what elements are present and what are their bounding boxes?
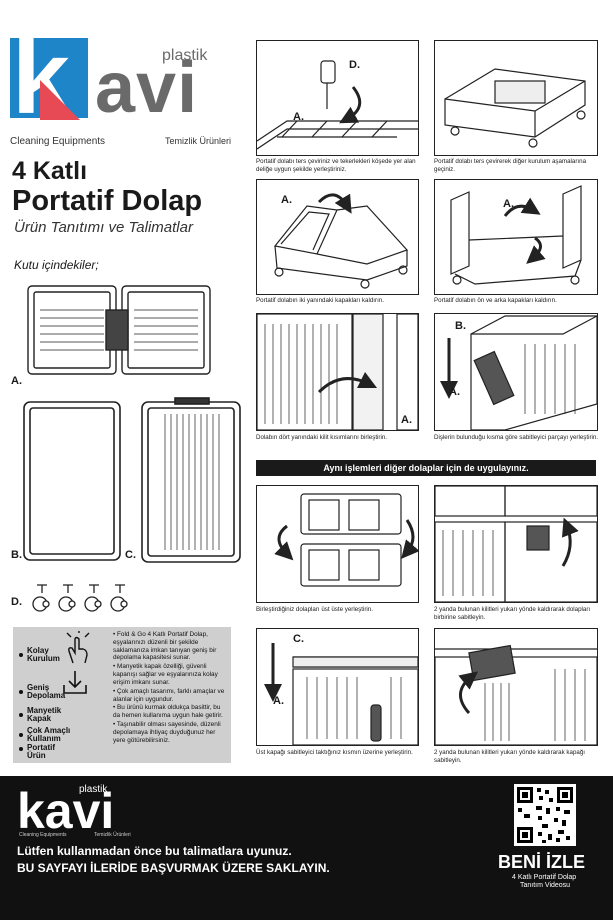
step-2-caption: Portatif dolabı ters çevirerek diğer kur… [434,158,587,173]
step-1-label-a: A. [293,111,304,123]
step-7-panel [256,485,419,603]
step-3-panel: A. [256,179,419,295]
bullet-item: • Manyetik kapak özelliği, güvenli kapan… [113,663,218,686]
qr-code[interactable] [514,784,576,846]
logo-k-block: k [10,26,88,130]
step-3-caption: Portatif dolabın iki yanındaki kapakları… [256,297,384,304]
part-label-a: A. [11,375,22,387]
feature-magnetic-lid: Manyetik Kapak [27,706,62,724]
footer-logo-plastik: plastik [79,784,108,795]
step-2-panel [434,40,598,156]
features-bullet-list: • Fold & Go 4 Katlı Portatif Dolap, eşya… [113,631,229,745]
video-caption-line1: 4 Katlı Portatif Dolap [512,874,577,881]
part-d-wheels [32,584,128,612]
product-title-line1: 4 Katlı [12,157,88,185]
step-4-label-a: A. [503,198,514,210]
step-9-panel: C. A. [256,628,419,746]
part-c-lid [141,397,241,563]
feature-portable: Portatif Ürün [27,743,55,761]
features-box: Kolay Kurulum Geniş Depolama Manyetik Ka… [13,627,231,763]
part-label-b: B. [11,549,22,561]
step-10-caption: 2 yanda bulunan kilitleri yukarı yönde k… [434,749,585,764]
video-caption-line2: Tanıtım Videosu [520,882,571,889]
step-1-label-d: D. [349,59,360,71]
step-3-label-a: A. [281,194,292,206]
logo-tagline-right: Temizlik Ürünleri [165,136,232,146]
hand-tap-icon [66,631,90,664]
footer-tagline-right: Temizlik Ürünleri [94,832,131,838]
part-label-d: D. [11,596,22,608]
repeat-instructions-banner: Aynı işlemleri diğer dolaplar için de uy… [256,460,596,476]
bullet-item: • Taşınabilir olması sayesinde, düzenli … [113,720,221,744]
box-contents-illustration [23,285,241,612]
part-a-panels [27,285,211,375]
step-5-label-a: A. [401,414,412,426]
step-6-panel: B. A. [434,313,598,431]
step-6-label-a: A. [449,386,460,398]
logo-plastik-text: plastik [162,47,208,64]
step-4-panel: A. [434,179,598,295]
watch-me-label: BENİ İZLE [498,852,586,872]
product-title-line2: Portatif Dolap [12,185,203,217]
step-5-caption: Dolabın dört yanındaki kilit kısımlarını… [256,434,388,441]
step-9-label-c: C. [293,633,304,645]
footer-instruction-line2: BU SAYFAYI İLERİDE BAŞVURMAK ÜZERE SAKLA… [17,861,330,875]
product-subtitle: Ürün Tanıtımı ve Talimatlar [14,219,193,236]
bullet-item: • Bu ürünü kurmak oldukça basittir, bu d… [113,704,223,720]
step-5-panel: A. [256,313,419,431]
footer: kavi plastik Cleaning Equipments Temizli… [0,776,613,920]
feature-easy-setup: Kolay Kurulum [27,646,60,664]
step-10-panel [434,628,598,746]
step-4-caption: Portatif dolabın ön ve arka kapakları ka… [434,297,557,304]
box-contents-label: Kutu içindekiler; [14,258,99,272]
step-9-caption: Üst kapağı sabitleyici taktığınız kısmın… [256,749,413,756]
feature-large-storage: Geniş Depolama [27,683,66,701]
footer-tagline-left: Cleaning Equipments [19,832,67,838]
step-6-caption: Dişlerin bulunduğu kısma göre sabitleyic… [434,434,599,441]
brand-logo: k avi plastik Cleaning Equipments Temizl… [10,26,245,154]
step-7-caption: Birleştirdiğiniz dolapları üst üste yerl… [256,606,373,613]
step-8-panel [434,485,598,603]
logo-tagline-left: Cleaning Equipments [10,136,106,147]
step-9-label-a: A. [273,695,284,707]
bullet-item: • Fold & Go 4 Katlı Portatif Dolap, eşya… [113,631,217,662]
download-tray-icon [63,671,87,694]
step-6-label-b: B. [455,320,466,332]
bullet-item: • Çok amaçlı tasarımı, farklı amaçlar ve… [113,687,225,703]
footer-logo: kavi [17,783,115,839]
part-label-c: C. [125,549,136,561]
part-b-panel [23,401,121,561]
feature-multi-purpose: Çok Amaçlı Kullanım [27,726,71,744]
step-8-caption: 2 yanda bulunan kilitleri yukarı yönde k… [434,606,591,621]
step-1-caption: Portatif dolabı ters çeviriniz ve tekerl… [256,158,416,173]
footer-instruction-line1: Lütfen kullanmadan önce bu talimatlara u… [17,844,292,858]
step-1-panel: A. D. [256,40,419,156]
logo-avi-text: avi [95,48,199,128]
